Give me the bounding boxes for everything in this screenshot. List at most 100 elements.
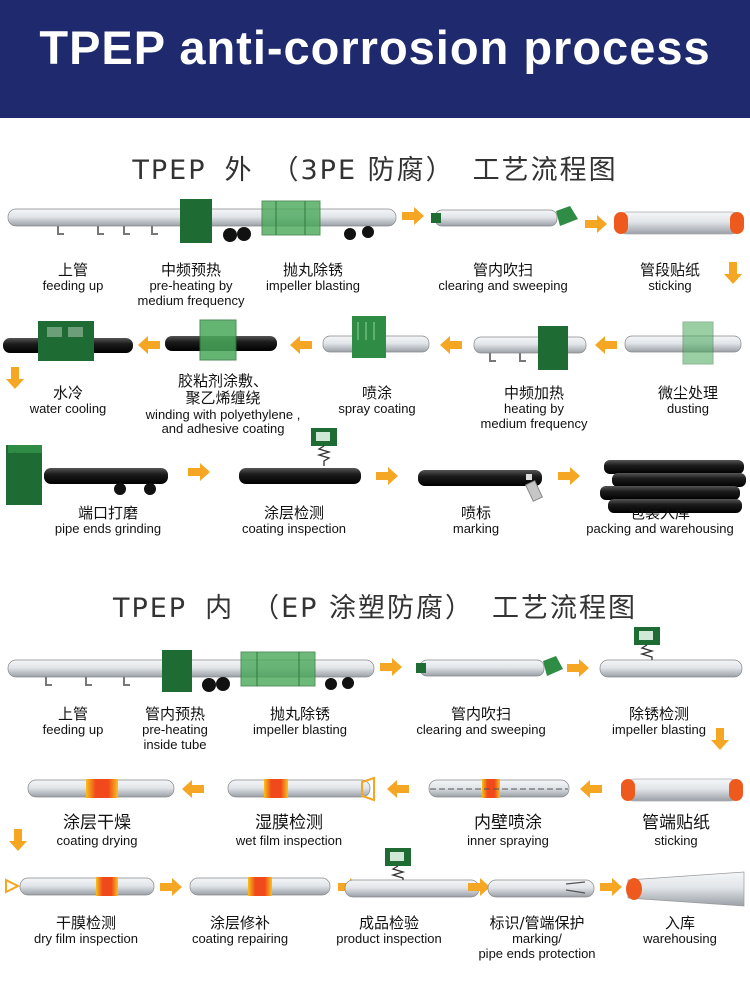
step-label: 上管 feeding up bbox=[28, 705, 118, 738]
flow-arrow bbox=[567, 659, 589, 677]
label-en: coating repairing bbox=[191, 931, 289, 947]
flow-arrow bbox=[9, 829, 27, 851]
s1-spray bbox=[322, 316, 430, 358]
label-cn: 中频加热 bbox=[503, 384, 564, 402]
flow-arrow bbox=[387, 780, 409, 798]
flow-arrow bbox=[580, 780, 602, 798]
step-label: 喷标 marking bbox=[436, 504, 516, 537]
step-label: 水冷 water cooling bbox=[14, 384, 122, 417]
s2-rust-check bbox=[599, 627, 743, 678]
section2-title-part: 工艺流程图 bbox=[492, 593, 638, 624]
step-label: 标识/管端保护 marking/ pipe ends protection bbox=[462, 914, 612, 962]
label-cn: 管段贴纸 bbox=[639, 261, 700, 279]
s2-product bbox=[344, 848, 480, 898]
flow-arrow bbox=[600, 878, 622, 896]
label-cn: 成品检验 bbox=[358, 914, 419, 932]
step-label: 管段贴纸 sticking bbox=[620, 261, 720, 294]
label-en: impeller blasting bbox=[612, 722, 706, 738]
label-cn: 管内吹扫 bbox=[472, 261, 533, 279]
label-en: coating inspection bbox=[241, 521, 347, 537]
step-label: 抛丸除锈 impeller blasting bbox=[233, 705, 367, 738]
s2-innerspray bbox=[428, 779, 570, 798]
label-en: medium frequency bbox=[480, 416, 588, 432]
label-en: dusting bbox=[667, 401, 709, 417]
step-label: 管内吹扫 clearing and sweeping bbox=[396, 705, 566, 738]
label-en: pipe ends grinding bbox=[54, 521, 162, 537]
s2-warehouse-pipe bbox=[626, 871, 745, 907]
label-cn: 端口打磨 bbox=[77, 504, 138, 522]
step-label: 除锈检测 impeller blasting bbox=[598, 705, 720, 738]
step-label: 端口打磨 pipe ends grinding bbox=[38, 504, 178, 537]
step-label: 干膜检测 dry film inspection bbox=[16, 914, 156, 947]
label-cn: 抛丸除锈 bbox=[269, 705, 330, 723]
label-en: water cooling bbox=[29, 401, 107, 417]
flow-arrow bbox=[290, 336, 312, 354]
s1-dusting bbox=[624, 321, 742, 365]
s1-grinding bbox=[6, 445, 168, 505]
flow-arrow bbox=[376, 467, 398, 485]
step-label: 中频加热 heating by medium frequency bbox=[464, 384, 604, 432]
step-label: 管内吹扫 clearing and sweeping bbox=[418, 261, 588, 294]
label-en: feeding up bbox=[42, 278, 104, 294]
label-cn: 管内吹扫 bbox=[450, 705, 511, 723]
step-label: 抛丸除锈 impeller blasting bbox=[248, 261, 378, 294]
step-label: 湿膜检测 wet film inspection bbox=[222, 813, 356, 848]
s2-row1-line bbox=[7, 650, 375, 692]
banner-title: TPEP anti-corrosion process bbox=[39, 21, 711, 74]
flow-arrow bbox=[585, 215, 607, 233]
step-label: 成品检验 product inspection bbox=[324, 914, 454, 947]
s2-wetfilm bbox=[227, 776, 375, 802]
s2-endstick bbox=[621, 778, 743, 802]
step-label: 上管 feeding up bbox=[28, 261, 118, 294]
label-en: pre-heating bbox=[142, 722, 208, 738]
label-cn: 湿膜检测 bbox=[255, 813, 323, 833]
s1-sticking-pipe bbox=[614, 211, 744, 235]
section1-title-part: （3PE 防腐） bbox=[271, 155, 455, 186]
s1-packing-pipes bbox=[600, 460, 746, 513]
label-en: clearing and sweeping bbox=[438, 278, 568, 294]
s2-drying bbox=[27, 779, 175, 798]
label-cn: 抛丸除锈 bbox=[282, 261, 343, 279]
s1-heating bbox=[473, 326, 587, 370]
label-en: inside tube bbox=[143, 737, 207, 753]
label-cn: 喷标 bbox=[460, 504, 491, 522]
step-label: 涂层修补 coating repairing bbox=[180, 914, 300, 947]
flow-arrow bbox=[188, 463, 210, 481]
label-en: inner spraying bbox=[467, 832, 549, 848]
label-cn: 涂层修补 bbox=[209, 914, 270, 932]
flow-arrow bbox=[380, 658, 402, 676]
label-en: warehousing bbox=[643, 931, 717, 947]
step-label: 中频预热 pre-heating by medium frequency bbox=[121, 261, 261, 309]
label-en: wet film inspection bbox=[235, 832, 343, 848]
label-cn: 包装入库 bbox=[629, 504, 690, 522]
label-cn: 聚乙烯缠绕 bbox=[185, 389, 261, 408]
s1-marking bbox=[418, 470, 543, 502]
label-cn: 微尘处理 bbox=[657, 384, 718, 402]
label-cn: 内壁喷涂 bbox=[474, 813, 542, 833]
flow-arrow bbox=[558, 467, 580, 485]
label-en: product inspection bbox=[336, 931, 442, 947]
label-cn: 喷涂 bbox=[361, 384, 392, 402]
flow-arrow bbox=[402, 207, 424, 225]
flow-arrow bbox=[160, 878, 182, 896]
section1-title-part: TPEP bbox=[132, 155, 207, 186]
label-cn: 上管 bbox=[57, 705, 88, 723]
label-en: heating by bbox=[504, 401, 564, 417]
label-en: clearing and sweeping bbox=[416, 722, 546, 738]
label-cn: 管内预热 bbox=[144, 705, 205, 723]
s1-water-cooling bbox=[3, 321, 133, 361]
step-label: 管内预热 pre-heating inside tube bbox=[124, 705, 226, 753]
step-label: 喷涂 spray coating bbox=[325, 384, 429, 417]
preheat-machine bbox=[180, 199, 212, 243]
label-cn: 胶粘剂涂敷、 bbox=[177, 372, 268, 390]
section2-title-part: 内 bbox=[205, 593, 235, 624]
section2-title-part: （EP 涂塑防腐） bbox=[252, 593, 475, 624]
label-en: marking/ bbox=[512, 931, 562, 947]
label-en: coating drying bbox=[56, 832, 138, 848]
label-en: sticking bbox=[654, 832, 698, 848]
label-en: dry film inspection bbox=[33, 931, 139, 947]
flow-arrow bbox=[595, 336, 617, 354]
